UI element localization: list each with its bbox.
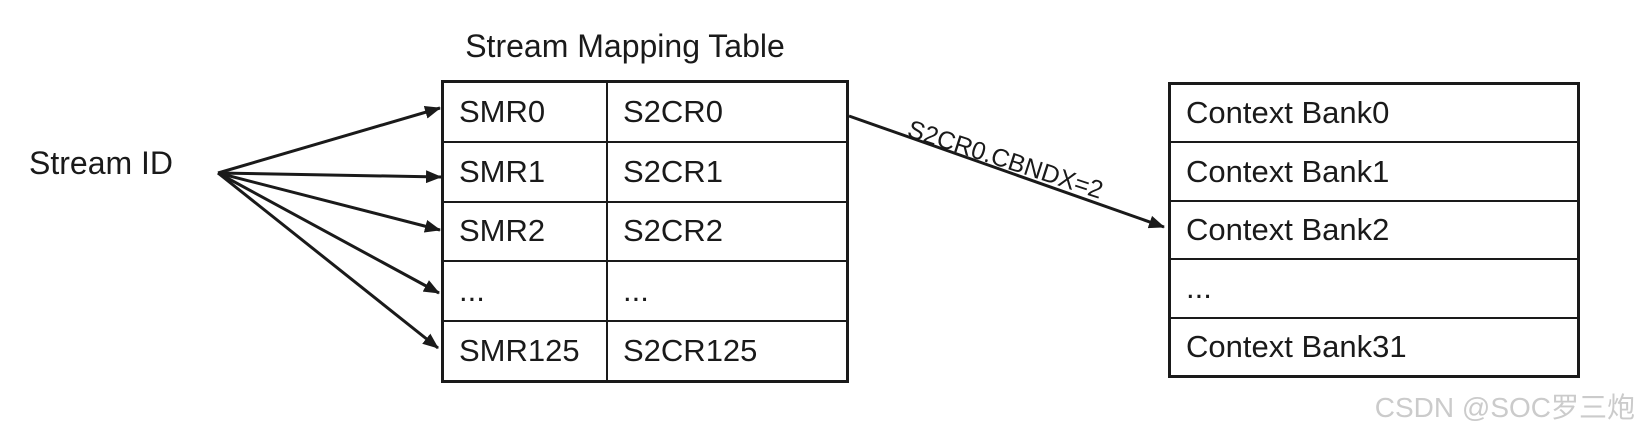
stream-id-arrow-smr0	[217, 105, 441, 175]
smr-cell: SMR125	[444, 322, 608, 380]
stream-mapping-table-title: Stream Mapping Table	[465, 28, 785, 64]
smt-row: SMR0 S2CR0	[444, 83, 846, 143]
context-bank-cell: ...	[1186, 270, 1212, 306]
s2cr-cell: ...	[623, 273, 649, 309]
context-bank-row: Context Bank0	[1171, 85, 1577, 144]
smt-row: SMR2 S2CR2	[444, 202, 846, 263]
context-bank-row: ...	[1171, 260, 1577, 319]
s2cr-cell: S2CR125	[623, 333, 758, 369]
stream-id-arrow-smr1	[217, 170, 442, 184]
stream-id-arrow-smr125	[217, 171, 439, 350]
s2cr-cell: S2CR0	[623, 93, 723, 129]
stream-id-label: Stream ID	[29, 145, 174, 181]
stream-mapping-table: SMR0 S2CR0 SMR1 S2CR1 SMR2 S2CR2 ... ...…	[441, 80, 849, 383]
smr-cell: SMR1	[444, 142, 608, 201]
context-bank-row: Context Bank2	[1171, 202, 1577, 261]
watermark: CSDN @SOC罗三炮	[1374, 392, 1635, 423]
context-bank-row: Context Bank1	[1171, 143, 1577, 202]
stream-id-arrow-smr2	[217, 171, 441, 233]
context-bank-table: Context Bank0 Context Bank1 Context Bank…	[1168, 82, 1580, 378]
s2cr-cell: S2CR1	[623, 153, 723, 189]
context-bank-row: Context Bank31	[1171, 319, 1577, 375]
s2cr0-to-context-bank2-arrow	[848, 114, 1165, 229]
smr-cell: SMR0	[444, 83, 608, 141]
smt-row: SMR125 S2CR125	[444, 322, 846, 380]
context-bank-cell: Context Bank2	[1186, 212, 1390, 248]
context-bank-cell: Context Bank0	[1186, 95, 1390, 131]
context-bank-cell: Context Bank31	[1186, 328, 1407, 364]
smr-cell: ...	[444, 262, 608, 321]
stream-id-arrow-dots	[217, 171, 440, 295]
smr-cell: SMR2	[444, 202, 608, 261]
context-bank-cell: Context Bank1	[1186, 153, 1390, 189]
smt-row: SMR1 S2CR1	[444, 142, 846, 203]
smt-row: ... ...	[444, 262, 846, 323]
s2cr-cell: S2CR2	[623, 213, 723, 249]
s2cr0-cbndx-arrow-label: S2CR0.CBNDX=2	[904, 115, 1106, 205]
